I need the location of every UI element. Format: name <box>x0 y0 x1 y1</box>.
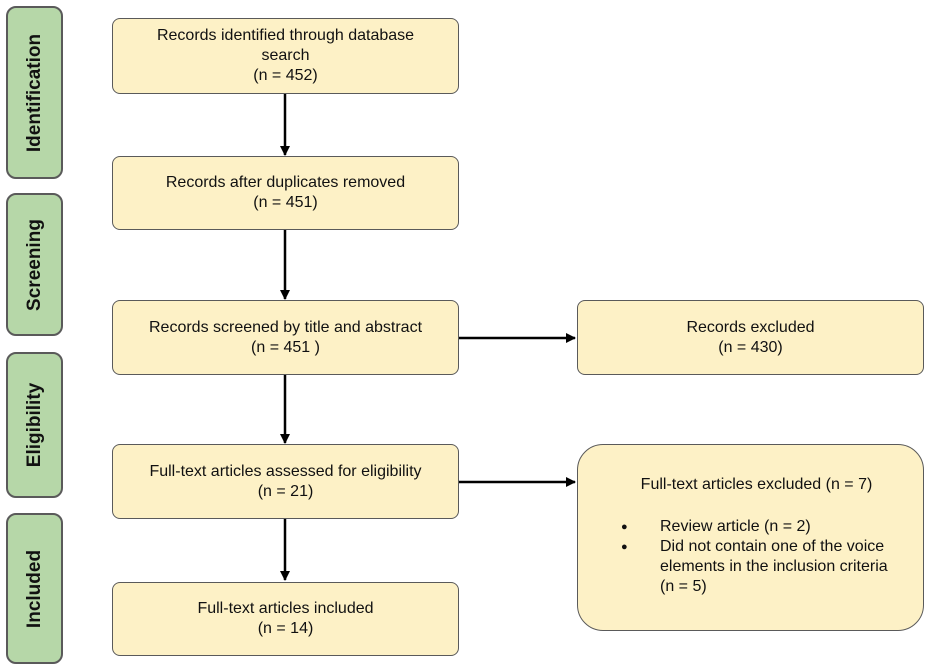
fulltext-excluded-title: Full-text articles excluded (n = 7) <box>640 476 873 493</box>
duplicates-removed-count: (n = 451) <box>253 194 318 211</box>
box-records-identified: Records identified through database sear… <box>112 18 459 94</box>
box-fulltext-excluded: Full-text articles excluded (n = 7) Revi… <box>577 444 924 631</box>
records-excluded-count: (n = 430) <box>718 338 783 356</box>
exclusion-reason-item: Did not contain one of the voice element… <box>608 537 893 597</box>
box-records-excluded: Records excluded (n = 430) <box>577 300 924 375</box>
phase-screening: Screening <box>6 193 63 336</box>
fulltext-included-count: (n = 14) <box>257 620 314 637</box>
exclusion-reason-item: Review article (n = 2) <box>608 517 893 537</box>
phase-eligibility: Eligibility <box>6 352 63 498</box>
fulltext-assessed-line1: Full-text articles assessed for eligibil… <box>149 462 422 480</box>
records-screened-line1: Records screened by title and abstract <box>148 318 423 336</box>
records-screened-count: (n = 451 ) <box>251 338 320 356</box>
records-identified-count: (n = 452) <box>253 67 318 84</box>
phase-identification: Identification <box>6 6 63 179</box>
box-fulltext-assessed: Full-text articles assessed for eligibil… <box>112 444 459 519</box>
fulltext-included-line1: Full-text articles included <box>197 600 374 617</box>
exclusion-reasons-list: Review article (n = 2) Did not contain o… <box>608 517 893 597</box>
records-identified-line1: Records identified through database <box>156 27 415 44</box>
duplicates-removed-line1: Records after duplicates removed <box>165 174 406 191</box>
records-excluded-line1: Records excluded <box>686 318 815 336</box>
phase-included: Included <box>6 513 63 664</box>
box-fulltext-included: Full-text articles included (n = 14) <box>112 582 459 656</box>
records-identified-line2: search <box>261 47 310 64</box>
box-duplicates-removed: Records after duplicates removed (n = 45… <box>112 156 459 230</box>
box-records-screened: Records screened by title and abstract (… <box>112 300 459 375</box>
fulltext-assessed-count: (n = 21) <box>257 482 314 500</box>
